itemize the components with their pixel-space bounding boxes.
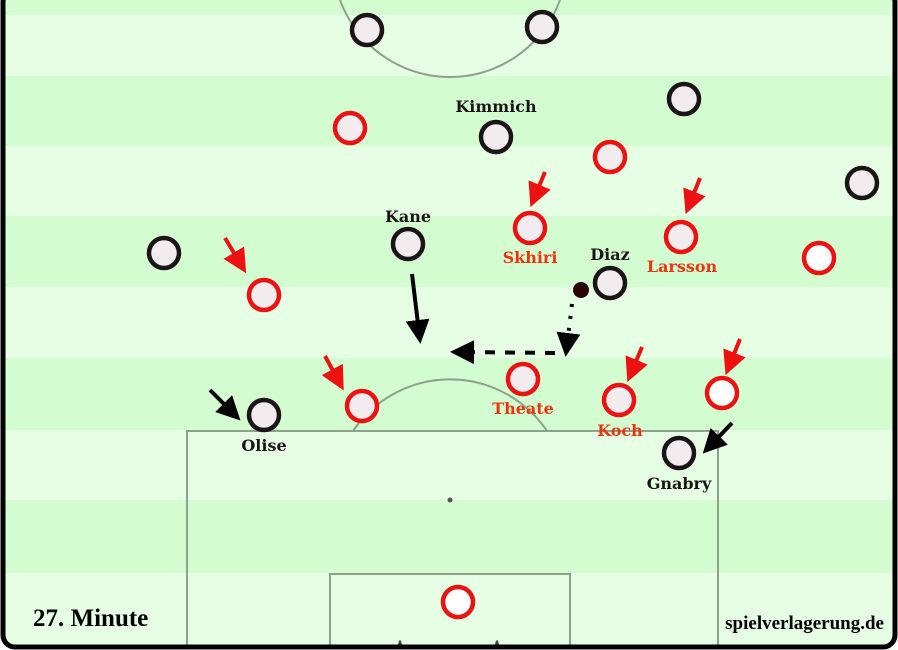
- penalty-spot: [447, 497, 453, 503]
- goalkeeper-red: [440, 584, 476, 620]
- minute-title: 27. Minute: [33, 605, 148, 632]
- player-larsson: [663, 219, 699, 255]
- label-diaz: Diaz: [590, 245, 629, 264]
- red-pressing-arrows: [223, 171, 746, 391]
- player-theate: [505, 361, 541, 397]
- pitch-stripes: [3, 0, 895, 573]
- label-theate: Theate: [492, 399, 554, 418]
- player-red: [246, 277, 282, 313]
- player-red: [801, 240, 837, 276]
- watermark: spielverlagerung.de: [725, 613, 884, 634]
- player-diaz: [592, 265, 628, 301]
- player-black: [666, 81, 702, 117]
- player-red: [704, 375, 740, 411]
- player-gnabry: [661, 435, 697, 471]
- player-kimmich: [478, 119, 514, 155]
- player-kane: [390, 226, 426, 262]
- label-gnabry: Gnabry: [647, 474, 712, 493]
- player-red: [592, 139, 628, 175]
- player-black: [146, 235, 182, 271]
- player-koch: [601, 382, 637, 418]
- label-olise: Olise: [241, 436, 286, 455]
- player-olise: [246, 397, 282, 433]
- team-red: [246, 110, 837, 620]
- ball: [573, 282, 589, 298]
- label-kimmich: Kimmich: [455, 97, 537, 116]
- player-red: [332, 110, 368, 146]
- player-red: [344, 388, 380, 424]
- team-black: [146, 9, 880, 471]
- player-black: [844, 165, 880, 201]
- label-koch: Koch: [597, 421, 643, 440]
- label-kane: Kane: [385, 207, 431, 226]
- player-black: [349, 12, 385, 48]
- label-larsson: Larsson: [647, 257, 718, 276]
- label-skhiri: Skhiri: [503, 248, 558, 267]
- player-black: [524, 9, 560, 45]
- black-movement-arrows: [208, 273, 734, 454]
- pass-option-arrow: [450, 340, 556, 365]
- player-skhiri: [512, 210, 548, 246]
